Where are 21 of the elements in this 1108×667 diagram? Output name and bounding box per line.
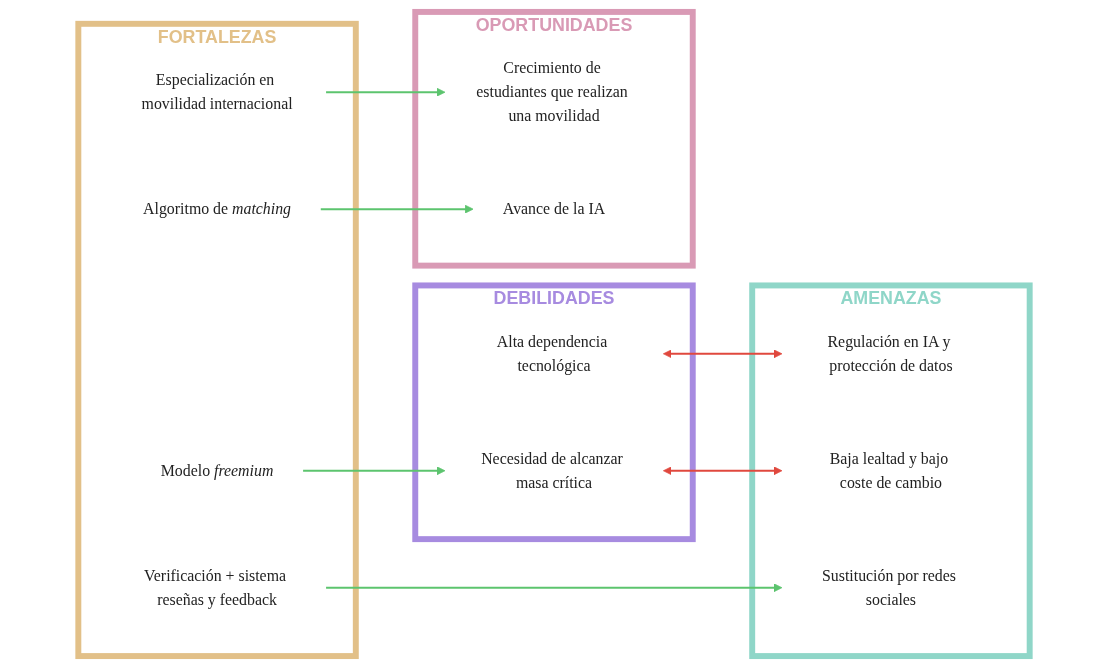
arrow (663, 465, 783, 475)
node-text: Especialización en movilidad internacional (141, 70, 293, 112)
node-text: Modelo freemium (160, 461, 274, 479)
cluster (412, 281, 696, 542)
node-text: Necesidad de alcanzar masa crítica (481, 449, 623, 491)
arrow (325, 582, 783, 592)
node-text: Alta dependencia tecnológica (496, 332, 608, 374)
cluster (749, 281, 1033, 659)
node-text: Avance de la IA (502, 199, 606, 217)
arrow (325, 87, 446, 97)
node-text: Crecimiento de estudiantes que realizan una movilidad (476, 59, 628, 124)
cluster (412, 8, 696, 269)
node-text: Verificación + sistema reseñas y feedback (144, 566, 287, 608)
arrow (663, 348, 783, 358)
node-text: Sustitución por redes sociales (822, 566, 956, 608)
arrow (319, 204, 474, 213)
cluster (75, 20, 359, 659)
arrow (302, 465, 446, 475)
node-text: Algoritmo de matching (143, 199, 292, 217)
node-text: Baja lealtad y bajo coste de cambio (829, 449, 949, 491)
node-text: Regulación en IA y protección de datos (827, 332, 953, 374)
